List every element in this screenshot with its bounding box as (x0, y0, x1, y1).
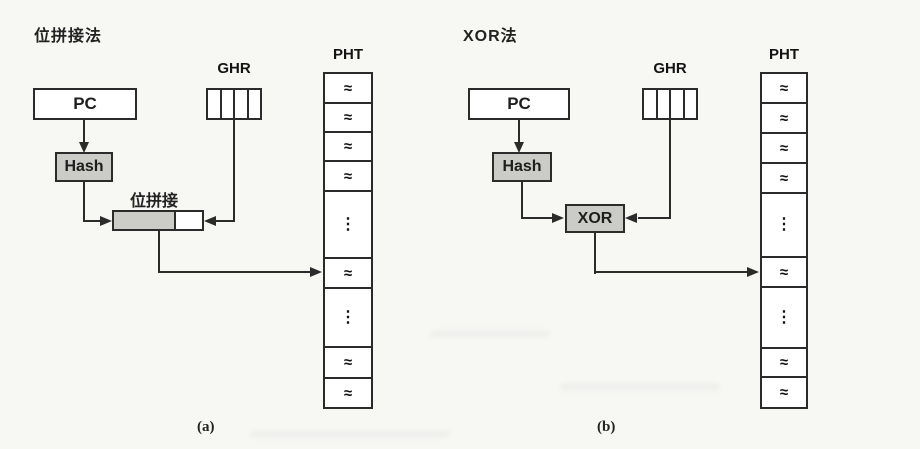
pc-label-a: PC (73, 94, 97, 113)
arrow-down-icon (514, 142, 524, 153)
pht-table-b: ≈ ≈ ≈ ≈ ⋮ ≈ ⋮ ≈ ≈ (760, 72, 808, 409)
pht-entry: ≈ (323, 346, 373, 379)
ghr-out-hline-a (216, 220, 235, 222)
hash-label-a: Hash (64, 158, 104, 175)
pht-label-b: PHT (769, 46, 799, 63)
pht-entry: ≈ (760, 102, 808, 134)
ghr-out-hline-b (638, 217, 670, 219)
arrow-right-icon (747, 267, 759, 277)
pht-entry: ≈ (323, 131, 373, 162)
pht-ellipsis: ⋮ (760, 286, 808, 349)
hash-out-vline-b (521, 182, 523, 219)
pc-box-b: PC (468, 88, 570, 120)
caption-a: (a) (197, 419, 215, 435)
pht-entry: ≈ (323, 377, 373, 409)
ghr-label-b: GHR (653, 60, 687, 77)
pc-to-hash-line-b (518, 120, 520, 144)
hash-out-vline-a (83, 182, 85, 222)
pht-table-a: ≈ ≈ ≈ ≈ ⋮ ≈ ⋮ ≈ ≈ (323, 72, 373, 409)
pht-entry: ≈ (323, 160, 373, 192)
ghr-label-a: GHR (217, 60, 251, 77)
pht-entry: ≈ (323, 102, 373, 133)
pc-to-hash-line-a (83, 120, 85, 144)
ghr-register-b (642, 88, 698, 120)
index-vline-a (158, 231, 160, 273)
ghr-bit-cell (644, 90, 658, 118)
arrow-down-icon (79, 142, 89, 153)
pht-ellipsis: ⋮ (323, 287, 373, 348)
ghr-bit-cell (222, 90, 235, 118)
index-vline-b (594, 233, 596, 274)
pc-label-b: PC (507, 94, 531, 113)
ghr-bit-cell (249, 90, 261, 118)
panel-a-title: 位拼接法 (34, 28, 103, 45)
pht-entry-indexed: ≈ (760, 256, 808, 288)
ghr-register-a (206, 88, 262, 120)
hash-label-b: Hash (502, 158, 542, 175)
pht-entry: ≈ (760, 132, 808, 164)
concat-box-a (112, 210, 204, 231)
panel-b-title: XOR法 (463, 28, 518, 45)
caption-b: (b) (597, 419, 616, 435)
arrow-left-icon (625, 213, 637, 223)
ghr-bit-cell (208, 90, 222, 118)
arrow-right-icon (552, 213, 564, 223)
arrow-right-icon (310, 267, 322, 277)
ghr-bit-cell (671, 90, 685, 118)
pht-entry: ≈ (760, 162, 808, 194)
hash-out-hline-a (83, 220, 101, 222)
pht-entry: ≈ (760, 72, 808, 104)
arrow-right-icon (100, 216, 112, 226)
ghr-out-vline-a (233, 120, 235, 222)
hash-box-a: Hash (55, 152, 113, 182)
xor-box-b: XOR (565, 204, 625, 233)
pht-entry: ≈ (323, 72, 373, 104)
ghr-out-vline-b (669, 120, 671, 219)
pht-entry: ≈ (760, 347, 808, 378)
concat-label-a: 位拼接 (130, 193, 179, 210)
pht-ellipsis: ⋮ (760, 192, 808, 258)
scan-artifact (250, 430, 450, 438)
ghr-bit-cell (685, 90, 697, 118)
index-hline-b (594, 271, 748, 273)
arrow-left-icon (204, 216, 216, 226)
pht-entry: ≈ (760, 376, 808, 409)
concat-empty-cell (176, 212, 202, 229)
index-hline-a (158, 271, 311, 273)
hash-out-hline-b (521, 217, 553, 219)
pc-box-a: PC (33, 88, 137, 120)
scan-artifact (560, 382, 720, 391)
pht-entry-indexed: ≈ (323, 257, 373, 289)
concat-shaded-cell (114, 212, 176, 229)
ghr-bit-cell (658, 90, 671, 118)
ghr-bit-cell (235, 90, 249, 118)
pht-ellipsis: ⋮ (323, 190, 373, 259)
scan-artifact (430, 330, 550, 338)
xor-label-b: XOR (577, 209, 613, 227)
pht-label-a: PHT (333, 46, 363, 63)
hash-box-b: Hash (492, 152, 552, 182)
